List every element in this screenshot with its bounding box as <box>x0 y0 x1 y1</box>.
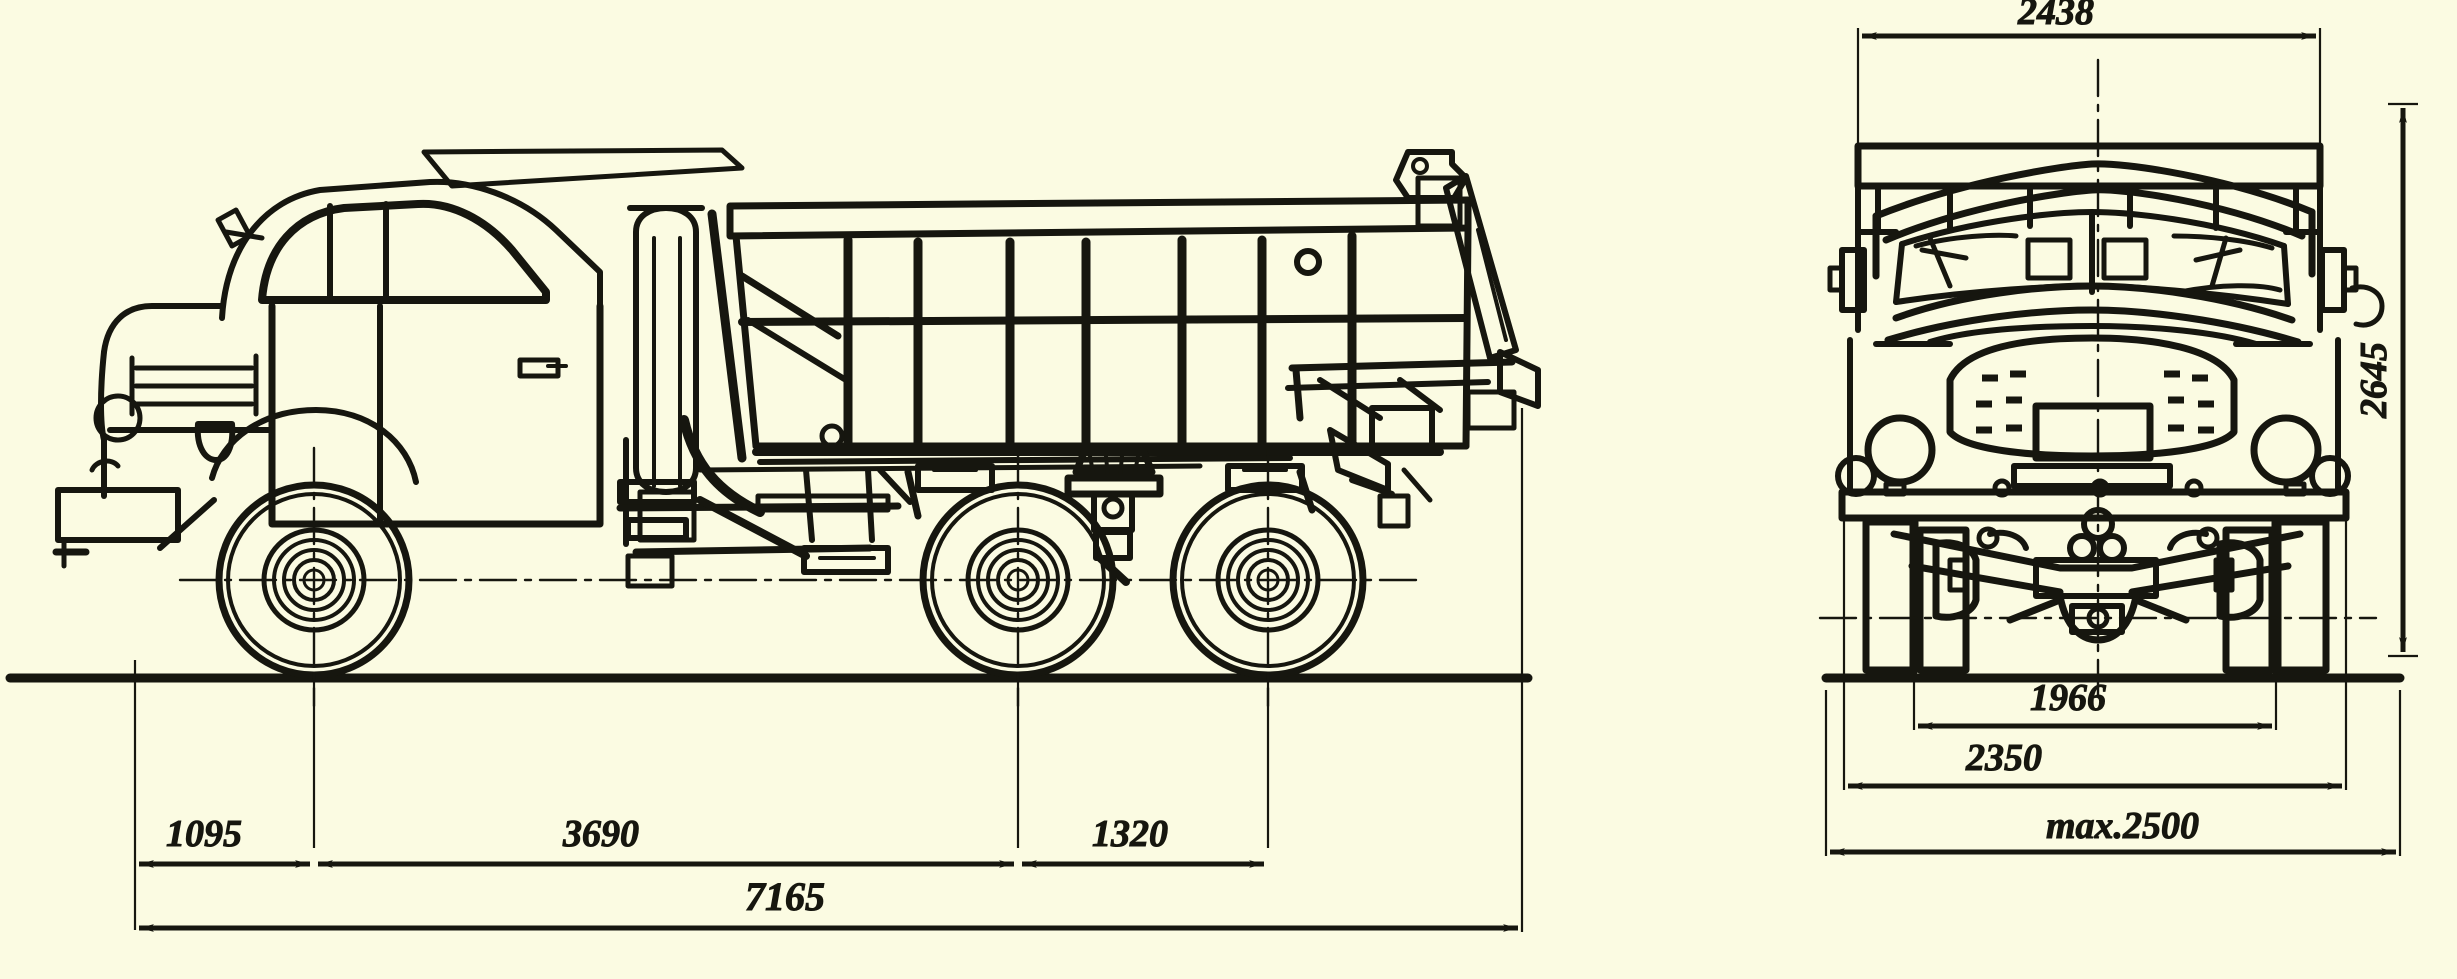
dim-bogie-spacing-label: 1320 <box>1092 813 1168 855</box>
dim-overall-height-label: 2645 <box>2353 342 2395 419</box>
dim-outer-track-label: 2350 <box>1965 737 2042 779</box>
dim-overall-length-label: 7165 <box>745 874 825 919</box>
dim-rear-track-label: 1966 <box>2030 677 2106 719</box>
front-extension-lines <box>1824 28 2418 856</box>
front-mirrors <box>1827 247 2385 328</box>
front-dim-lines <box>1830 32 2407 856</box>
cab-roof-front <box>1872 160 2316 280</box>
front-axle-assembly <box>1890 507 2304 644</box>
dump-body <box>707 196 1472 463</box>
dim-body-width-label: 2438 <box>2017 0 2094 33</box>
door-mirror <box>215 207 265 249</box>
front-grille <box>1884 282 2302 489</box>
tailgate-hinge-and-ram <box>1285 149 1541 529</box>
front-center-lines <box>1818 58 2378 702</box>
dim-max-width-label: max.2500 <box>2046 805 2199 847</box>
front-view-wheels <box>1862 517 2330 675</box>
extension-lines <box>133 408 1524 932</box>
front-bumper-front <box>1838 478 2350 522</box>
front-fender <box>157 407 419 551</box>
side-view-dimension-block: 1095 3690 1320 7165 <box>133 408 1524 932</box>
dim-wheelbase-label: 3690 <box>562 813 639 855</box>
center-lines <box>178 446 1422 708</box>
hoist-cylinder <box>627 205 705 543</box>
nose-and-grille <box>93 349 259 499</box>
windshield <box>1893 209 2291 307</box>
front-bumper <box>52 458 181 569</box>
cab-roof-visor <box>421 147 745 189</box>
front-view-dimension-block: 2438 1966 2350 max.2500 2645 <box>1824 0 2418 856</box>
side-elevation-view <box>5 147 1541 708</box>
dim-front-overhang-label: 1095 <box>166 813 242 855</box>
front-elevation-view <box>1818 58 2405 702</box>
headlamps <box>1835 337 2351 497</box>
